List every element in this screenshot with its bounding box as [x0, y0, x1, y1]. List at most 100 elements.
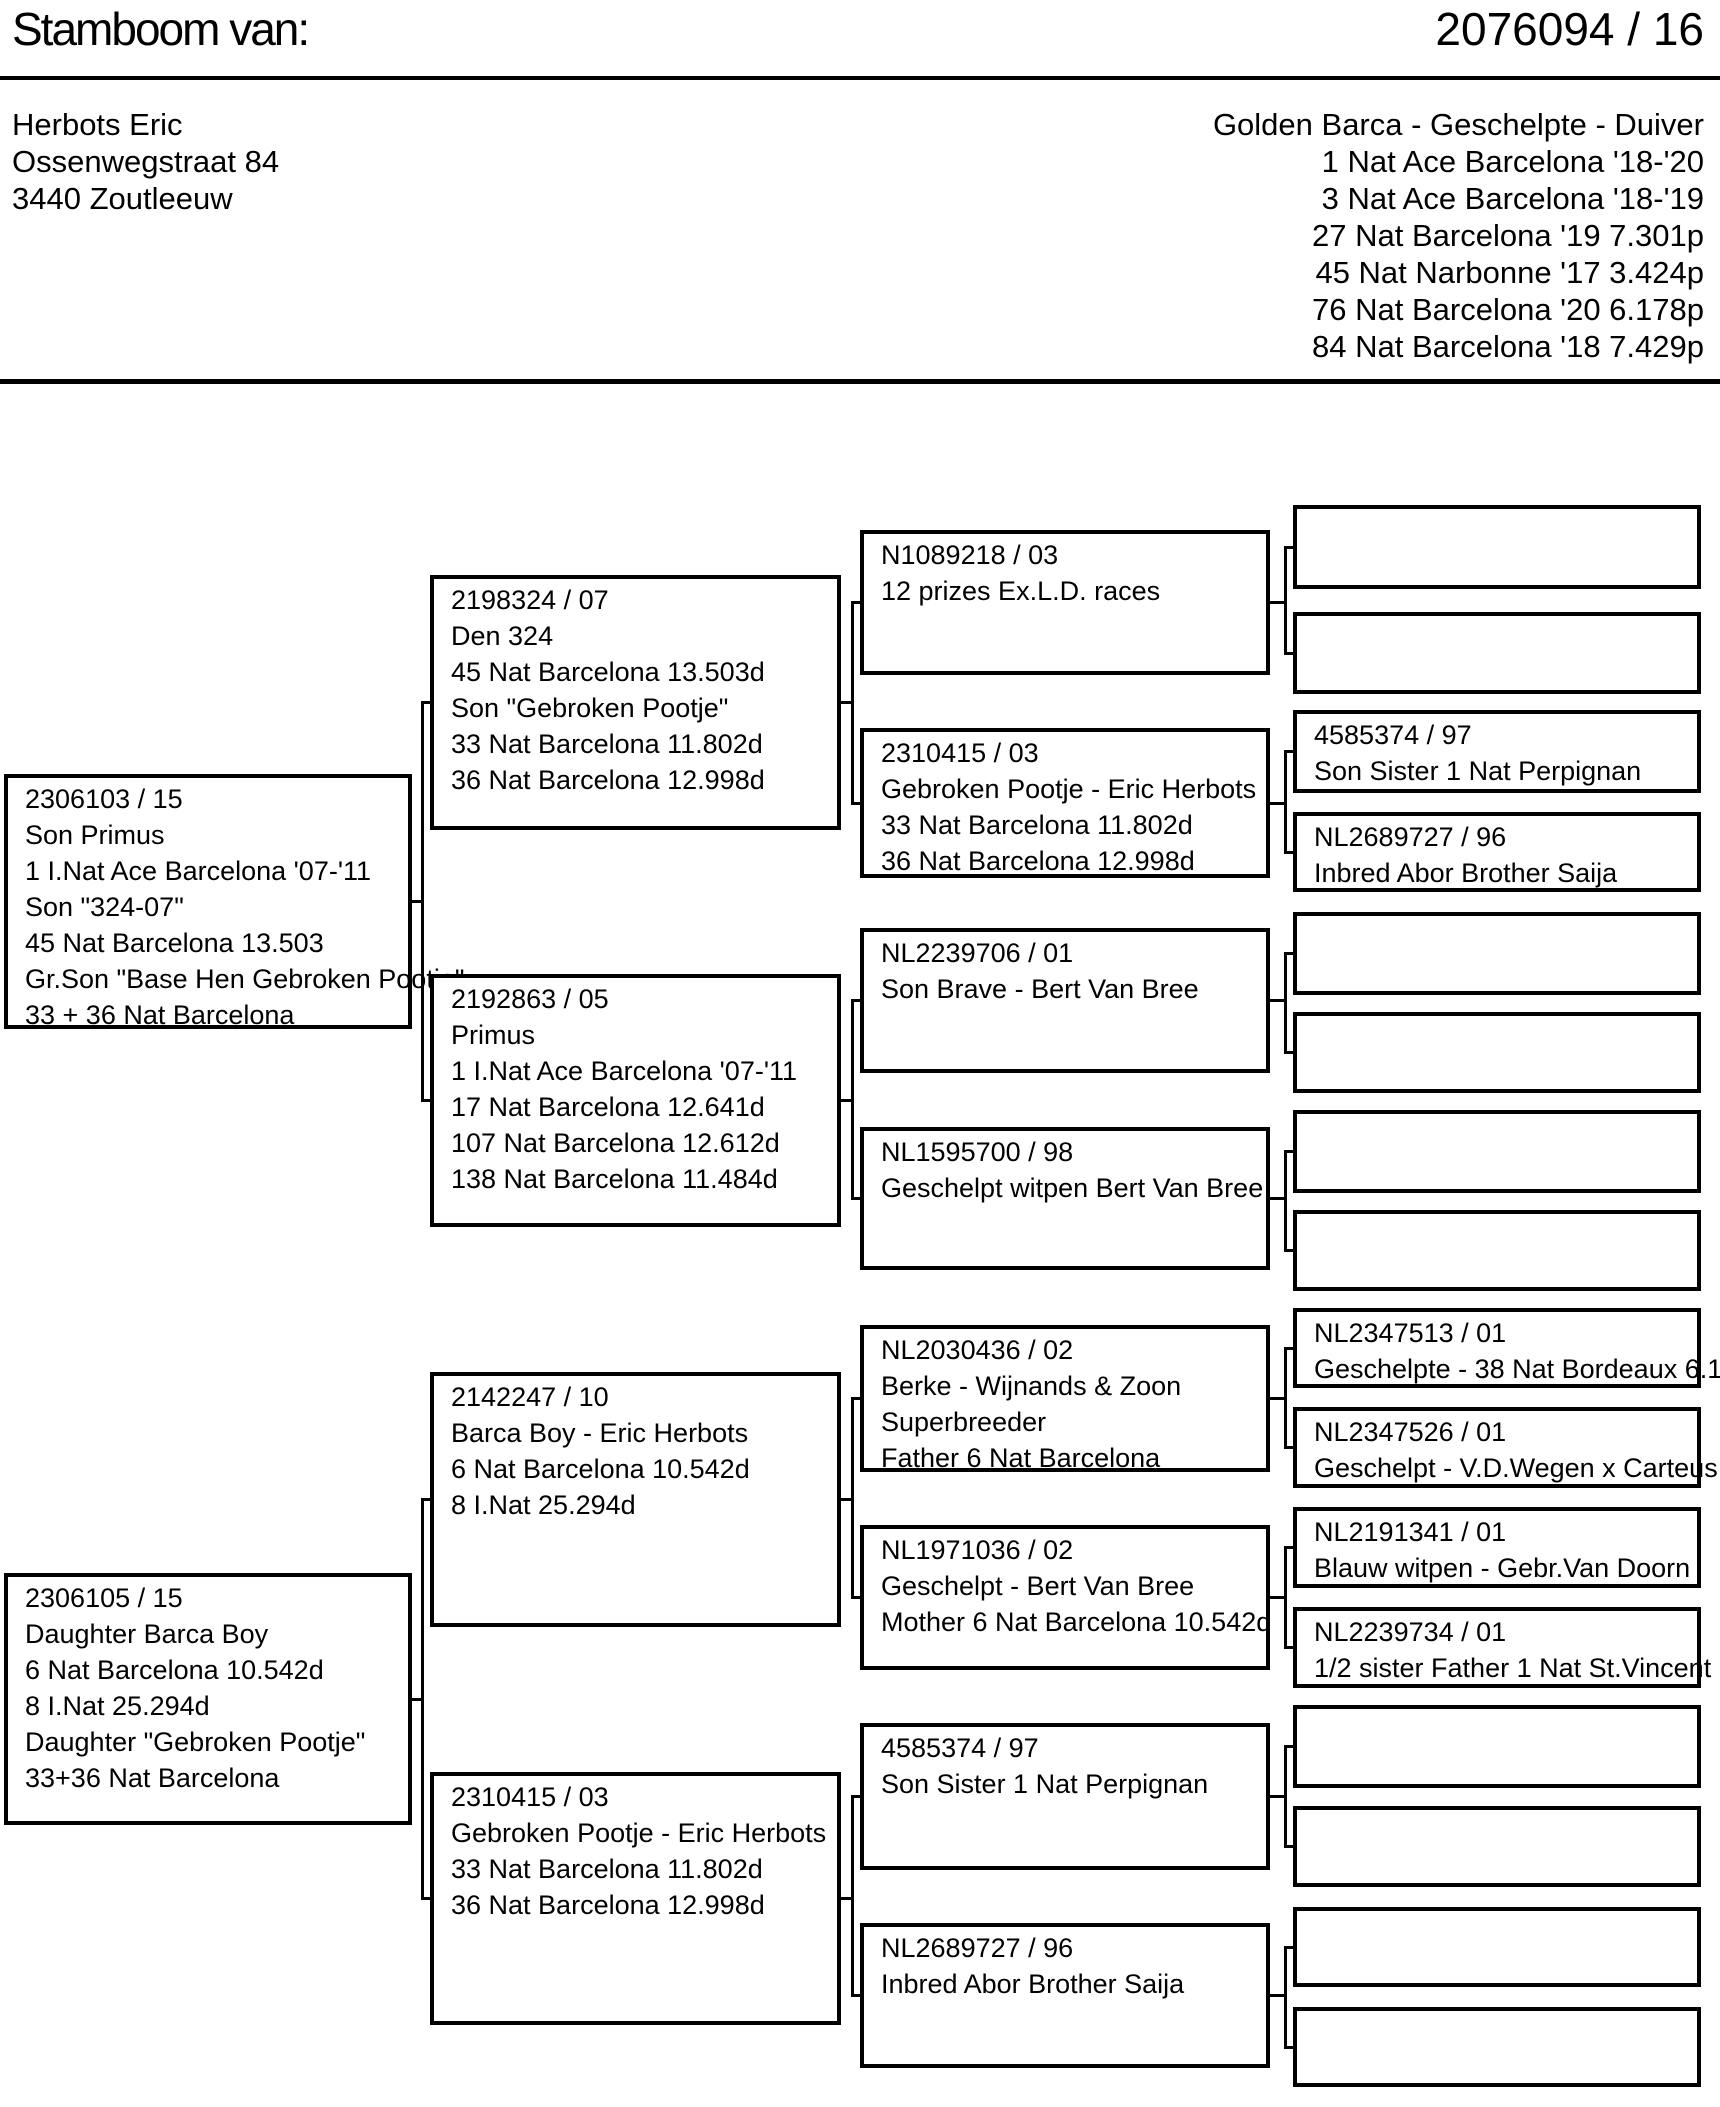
connector-line [424, 1498, 430, 1501]
owner-street: Ossenwegstraat 84 [12, 144, 280, 179]
achievement-line: 27 Nat Barcelona '19 7.301p [1312, 218, 1704, 253]
pedigree-line: 138 Nat Barcelona 11.484d [451, 1164, 778, 1194]
connector-line [1268, 601, 1287, 604]
connector-line [1287, 1546, 1293, 1549]
pedigree-line: 36 Nat Barcelona 12.998d [881, 846, 1195, 876]
pedigree-line: NL2030436 / 02 [881, 1335, 1074, 1365]
connector-line [1284, 1150, 1287, 1252]
pedigree-box-gen4-14 [1293, 1806, 1701, 1887]
connector-line [1284, 545, 1287, 655]
connector-line [1287, 1745, 1293, 1748]
pedigree-line: 2192863 / 05 [451, 984, 609, 1014]
connector-line [1268, 801, 1287, 805]
ring-number: 2076094 / 16 [1435, 3, 1704, 55]
pedigree-line: Father 6 Nat Barcelona [881, 1443, 1161, 1473]
pedigree-line: 107 Nat Barcelona 12.612d [451, 1128, 780, 1158]
connector-line [410, 900, 424, 903]
pedigree-line: Gr.Son "Base Hen Gebroken Pootje" [25, 964, 465, 994]
connector-line [1287, 952, 1293, 955]
achievement-line: 45 Nat Narbonne '17 3.424p [1315, 255, 1704, 290]
connector-line [851, 1795, 854, 1997]
pedigree-line: NL1971036 / 02 [881, 1535, 1074, 1565]
header-divider [0, 76, 1720, 80]
pedigree-line: Mother 6 Nat Barcelona 10.542d [881, 1607, 1272, 1637]
pedigree-line: 33 Nat Barcelona 11.802d [881, 810, 1193, 840]
connector-line [1287, 651, 1293, 655]
pedigree-line: 1/2 sister Father 1 Nat St.Vincent [1314, 1653, 1712, 1683]
pedigree-line: 1 I.Nat Ace Barcelona '07-'11 [451, 1056, 798, 1086]
connector-line [1284, 952, 1287, 1054]
connector-line [1287, 545, 1293, 549]
connector-line [1287, 1945, 1293, 1949]
pedigree-line: 33 Nat Barcelona 11.802d [451, 1854, 763, 1884]
pedigree-line: NL2347526 / 01 [1314, 1417, 1507, 1447]
pedigree-line: 33 Nat Barcelona 11.802d [451, 729, 763, 759]
pedigree-line: Son Sister 1 Nat Perpignan [1314, 756, 1642, 786]
connector-line [1287, 1446, 1293, 1449]
connector-line [854, 1795, 860, 1798]
pedigree-line: 36 Nat Barcelona 12.998d [451, 1890, 765, 1920]
connector-line [1287, 1346, 1293, 1350]
pedigree-line: Gebroken Pootje - Eric Herbots [451, 1818, 827, 1848]
owner-city: 3440 Zoutleeuw [12, 181, 233, 216]
connector-line [1287, 1845, 1293, 1848]
connector-line [839, 1099, 854, 1102]
subheader-divider [0, 379, 1720, 384]
bird-name-line: Golden Barca - Geschelpte - Duiver [1212, 107, 1704, 142]
pedigree-line: Blauw witpen - Gebr.Van Doorn [1314, 1553, 1691, 1583]
connector-line [1268, 1596, 1287, 1599]
pedigree-line: NL1595700 / 98 [881, 1137, 1074, 1167]
bird-info: Golden Barca - Geschelpte - Duiver 1 Nat… [1213, 106, 1704, 365]
pedigree-box-gen4-8 [1293, 1210, 1701, 1291]
pedigree-line: Inbred Abor Brother Saija [881, 1969, 1185, 1999]
pedigree-line: 6 Nat Barcelona 10.542d [25, 1655, 324, 1685]
connector-line [854, 1197, 860, 1200]
pedigree-line: 8 I.Nat 25.294d [451, 1490, 636, 1520]
pedigree-line: Geschelpt - Bert Van Bree [881, 1571, 1195, 1601]
pedigree-line: 45 Nat Barcelona 13.503d [451, 657, 765, 687]
connector-line [854, 1596, 860, 1599]
pedigree-box-gen3-4: NL1595700 / 98 Geschelpt witpen Bert Van … [860, 1127, 1270, 1270]
connector-line [1268, 1994, 1287, 1997]
pedigree-line: Superbreeder [881, 1407, 1047, 1437]
pedigree-line: Primus [451, 1020, 536, 1050]
owner-info: Herbots Eric Ossenwegstraat 84 3440 Zout… [12, 106, 279, 217]
connector-line [1287, 850, 1293, 854]
connector-line [1287, 1150, 1293, 1153]
pedigree-box-gen4-2 [1293, 612, 1701, 694]
connector-line [424, 1099, 430, 1102]
pedigree-line: 2310415 / 03 [451, 1782, 609, 1812]
connector-line [424, 701, 430, 704]
pedigree-line: 17 Nat Barcelona 12.641d [451, 1092, 765, 1122]
connector-line [1287, 2045, 1293, 2049]
connector-line [854, 601, 860, 604]
connector-line [1287, 1051, 1293, 1054]
pedigree-line: 12 prizes Ex.L.D. races [881, 576, 1161, 606]
pedigree-line: Daughter Barca Boy [25, 1619, 269, 1649]
pedigree-line: Son Sister 1 Nat Perpignan [881, 1769, 1209, 1799]
pedigree-line: Son "324-07" [25, 892, 184, 922]
connector-line [1268, 1795, 1287, 1798]
pedigree-box-gen4-5 [1293, 912, 1701, 995]
pedigree-line: Berke - Wijnands & Zoon [881, 1371, 1182, 1401]
pedigree-box-gen4-7 [1293, 1110, 1701, 1193]
pedigree-box-gen2-2: 2192863 / 05 Primus 1 I.Nat Ace Barcelona … [430, 974, 841, 1227]
pedigree-line: Geschelpte - 38 Nat Bordeaux 6.133 [1314, 1354, 1720, 1384]
pedigree-box-gen4-16 [1293, 2007, 1701, 2087]
connector-line [1284, 1945, 1287, 2049]
pedigree-line: Gebroken Pootje - Eric Herbots [881, 774, 1257, 804]
pedigree-line: Geschelpt witpen Bert Van Bree [881, 1173, 1264, 1203]
pedigree-line: Son Brave - Bert Van Bree [881, 974, 1199, 1004]
connector-line [410, 1697, 424, 1701]
pedigree-line: Barca Boy - Eric Herbots [451, 1418, 749, 1448]
pedigree-box-gen2-4: 2310415 / 03 Gebroken Pootje - Eric Herbo… [430, 1772, 841, 2025]
